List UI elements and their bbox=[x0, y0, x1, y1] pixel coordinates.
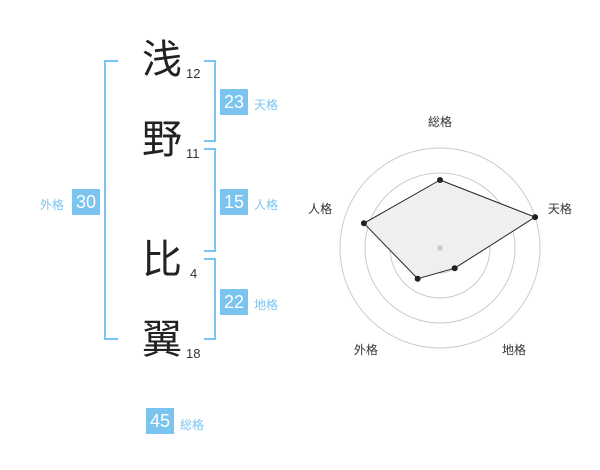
radar-axis-label: 人格 bbox=[308, 201, 332, 216]
stroke-count-4: 18 bbox=[186, 346, 201, 361]
radar-point bbox=[451, 265, 458, 272]
radar-ring bbox=[364, 172, 516, 324]
soukaku-value-badge: 45 bbox=[146, 408, 174, 434]
tenkaku-bracket bbox=[204, 60, 216, 142]
chikaku-label: 地格 bbox=[254, 298, 279, 312]
radar-point bbox=[437, 177, 443, 183]
soukaku-label: 総格 bbox=[180, 418, 205, 432]
name-char-2: 野 bbox=[142, 117, 182, 163]
radar-axis-label: 外格 bbox=[354, 342, 378, 357]
radar-axis-label: 総格 bbox=[428, 114, 452, 129]
radar-point bbox=[414, 275, 421, 282]
radar-ring bbox=[339, 147, 541, 349]
tenkaku-label: 天格 bbox=[254, 98, 279, 112]
gaikaku-bracket bbox=[104, 60, 118, 340]
name-char-4: 翼 bbox=[142, 317, 182, 363]
gaikaku-label: 外格 bbox=[40, 198, 65, 212]
jinkaku-bracket bbox=[204, 148, 216, 252]
radar-point bbox=[360, 220, 367, 227]
radar-axis-label: 天格 bbox=[548, 201, 572, 216]
chikaku-bracket bbox=[204, 258, 216, 340]
name-char-3: 比 bbox=[142, 237, 182, 283]
radar-point bbox=[532, 214, 539, 221]
jinkaku-value-badge: 15 bbox=[220, 189, 248, 215]
radar-center-dot bbox=[437, 245, 443, 251]
radar-area bbox=[363, 179, 537, 280]
radar-axis-label: 地格 bbox=[502, 342, 526, 357]
chikaku-value-badge: 22 bbox=[220, 289, 248, 315]
stroke-count-2: 11 bbox=[186, 146, 200, 161]
gaikaku-value-badge: 30 bbox=[72, 189, 100, 215]
name-char-1: 浅 bbox=[142, 37, 182, 83]
stroke-count-1: 12 bbox=[186, 66, 201, 81]
jinkaku-label: 人格 bbox=[254, 198, 279, 212]
stroke-count-3: 4 bbox=[190, 266, 198, 281]
tenkaku-value-badge: 23 bbox=[220, 89, 248, 115]
